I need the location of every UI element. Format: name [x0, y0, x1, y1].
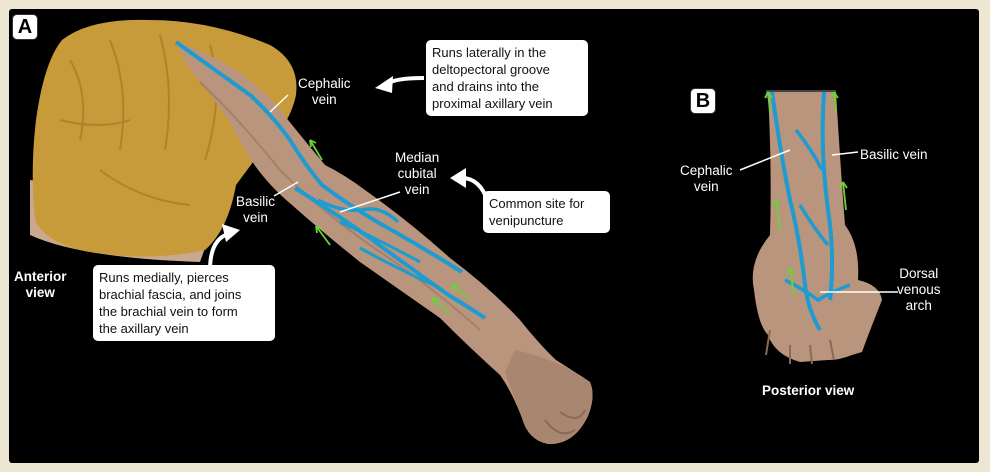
label-dorsal-venous-arch: Dorsal venous arch — [897, 266, 941, 313]
curved-arrow — [375, 76, 393, 93]
basilic-vein-a — [293, 186, 487, 320]
label-posterior-view: Posterior view — [762, 383, 855, 398]
arm-dissection — [30, 19, 593, 445]
curved-arrow — [222, 224, 240, 242]
dorsal-venous-arch-vessels — [784, 128, 851, 303]
label-basilic-vein-b: Basilic vein — [860, 147, 928, 162]
cephalic-vein-a — [174, 40, 464, 274]
note-cephalic-course: Runs laterally in the deltopectoral groo… — [426, 40, 588, 116]
note-basilic-course: Runs medially, pierces brachial fascia, … — [93, 265, 275, 341]
label-anterior-view: Anterior view — [14, 269, 67, 300]
hand-dissection — [739, 90, 898, 365]
hand — [505, 350, 593, 445]
panel-a-leaders — [208, 76, 490, 271]
basilic-vein-b — [820, 91, 835, 301]
curved-arrow — [450, 168, 466, 188]
label-basilic-vein-a: Basilic vein — [236, 194, 276, 225]
label-median-cubital-vein: Median cubital vein — [395, 150, 440, 197]
label-cephalic-vein-a: Cephalic vein — [298, 76, 351, 107]
panel-b-badge: B — [690, 88, 716, 114]
median-cubital-vein — [317, 198, 400, 224]
label-cephalic-vein-b: Cephalic vein — [680, 163, 733, 194]
cephalic-vein-b — [770, 91, 822, 332]
note-venipuncture: Common site for venipuncture — [483, 191, 610, 233]
panel-a-badge: A — [12, 14, 38, 40]
forearm-hand — [752, 92, 882, 362]
